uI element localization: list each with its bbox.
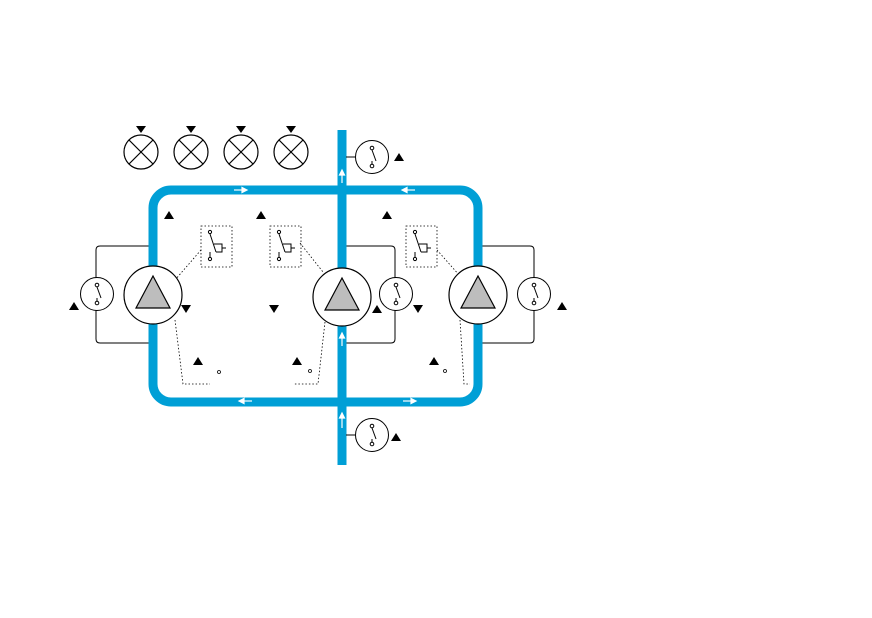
flow-switches (80, 140, 551, 452)
flow-switch-icon (355, 140, 389, 174)
terminal-dots (217, 369, 447, 374)
marker-up-icon (256, 211, 266, 219)
indicator-lamp-icon (123, 134, 159, 170)
marker-up-icon (391, 433, 401, 441)
marker-down-icon (286, 126, 296, 133)
control-line (174, 249, 202, 281)
flow-arrow-left-icon (237, 397, 252, 405)
valve-switches (207, 229, 431, 262)
indicator-lamp-icon (223, 134, 259, 170)
flow-switch-icon (517, 277, 551, 311)
terminal-dot (308, 369, 312, 373)
marker-down-icon (269, 305, 279, 313)
flow-arrow-up-icon (338, 168, 346, 183)
flow-arrow-right-icon (234, 186, 249, 194)
marker-down-icon (236, 126, 246, 133)
marker-down-icon (136, 126, 146, 133)
marker-up-icon (193, 357, 203, 365)
flow-arrow-up-icon (338, 411, 346, 428)
marker-up-icon (292, 357, 302, 365)
marker-up-icon (164, 211, 174, 219)
marker-down-icon (186, 126, 196, 133)
pumps (123, 265, 508, 327)
indicator-lamp-icon (273, 134, 309, 170)
switch-stubs (346, 156, 355, 436)
marker-up-icon (429, 357, 439, 365)
valve-switch-icon (276, 229, 295, 262)
flow-switch-icon (379, 277, 413, 311)
marker-up-icon (557, 302, 567, 310)
control-line (174, 319, 210, 385)
marker-up-icon (69, 302, 79, 310)
marker-up-icon (382, 211, 392, 219)
marker-up-icon (394, 153, 404, 161)
flow-arrow-up-icon (338, 331, 346, 346)
pump-triangle-icon (123, 265, 183, 325)
marker-down-icon (413, 305, 423, 313)
flow-arrows (234, 168, 418, 428)
flow-switch-icon (355, 418, 389, 452)
lamp-row (123, 134, 309, 170)
control-line (293, 321, 326, 385)
valve-switch-icon (207, 229, 226, 262)
control-line (436, 249, 461, 277)
terminal-dot (443, 369, 447, 373)
valve-box-3 (405, 225, 438, 268)
marker-down-icon (181, 305, 191, 313)
markers-up (69, 153, 567, 441)
control-line (459, 319, 470, 385)
control-lines (174, 225, 470, 385)
indicator-lamp-icon (173, 134, 209, 170)
markers-down (136, 126, 423, 313)
flow-switch-icon (80, 277, 114, 311)
flow-arrow-right-icon (403, 397, 418, 405)
valve-box-1 (200, 225, 233, 268)
marker-up-icon (372, 305, 382, 313)
pump-triangle-icon (448, 265, 508, 325)
pump-triangle-icon (312, 267, 372, 327)
valve-switch-icon (412, 229, 431, 262)
flow-arrow-left-icon (400, 186, 415, 194)
control-line (299, 242, 324, 273)
valve-box-2 (269, 225, 302, 268)
terminal-dot (217, 370, 221, 374)
